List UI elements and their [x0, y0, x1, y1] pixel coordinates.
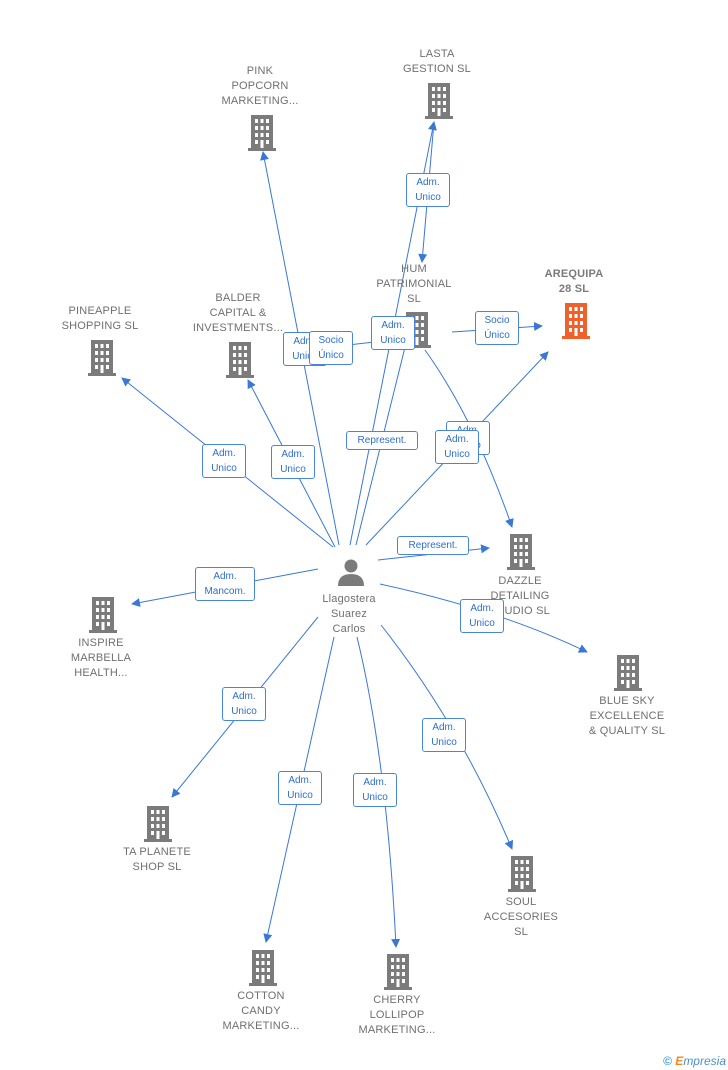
edge-label-hum[interactable]: Adm.Unico — [371, 316, 415, 350]
edge-label-cotton[interactable]: Adm.Unico — [278, 771, 322, 805]
edge-label-soul[interactable]: Adm.Unico — [422, 718, 466, 752]
edge-label-represent-hum[interactable]: Represent. — [346, 431, 418, 450]
brand-initial: E — [675, 1054, 684, 1068]
edge-label-taplanete[interactable]: Adm.Unico — [222, 687, 266, 721]
building-icon-dazzle[interactable] — [506, 534, 536, 570]
building-icon-soul[interactable] — [507, 856, 537, 892]
building-icon-lasta[interactable] — [424, 83, 454, 119]
building-icon-bluesky[interactable] — [613, 655, 643, 691]
building-icon-cherry[interactable] — [383, 954, 413, 990]
person-icon[interactable] — [336, 557, 366, 587]
building-icon-balder[interactable] — [225, 342, 255, 378]
building-icon-arequipa[interactable] — [561, 303, 591, 339]
building-icon-taplanete[interactable] — [143, 806, 173, 842]
building-icon-inspire[interactable] — [88, 597, 118, 633]
edge-label-arequipa[interactable]: Adm.Unico — [435, 430, 479, 464]
building-icon-pink[interactable] — [247, 115, 277, 151]
copyright-icon: © — [663, 1054, 672, 1068]
edge-label-inspire[interactable]: Adm.Mancom. — [195, 567, 255, 601]
edge-label-bluesky[interactable]: Adm.Unico — [460, 599, 504, 633]
edge-label-represent-dazzle[interactable]: Represent. — [397, 536, 469, 555]
edge-label-balder[interactable]: Adm.Unico — [271, 445, 315, 479]
edge-label-pineapple[interactable]: Adm.Unico — [202, 444, 246, 478]
empresia-watermark: © Empresia — [663, 1054, 726, 1068]
building-icon-cotton[interactable] — [248, 950, 278, 986]
edge-label-lasta[interactable]: Adm.Unico — [406, 173, 450, 207]
edge-label-cherry[interactable]: Adm.Unico — [353, 773, 397, 807]
brand-rest: mpresia — [683, 1054, 726, 1068]
building-icon-pineapple[interactable] — [87, 340, 117, 376]
